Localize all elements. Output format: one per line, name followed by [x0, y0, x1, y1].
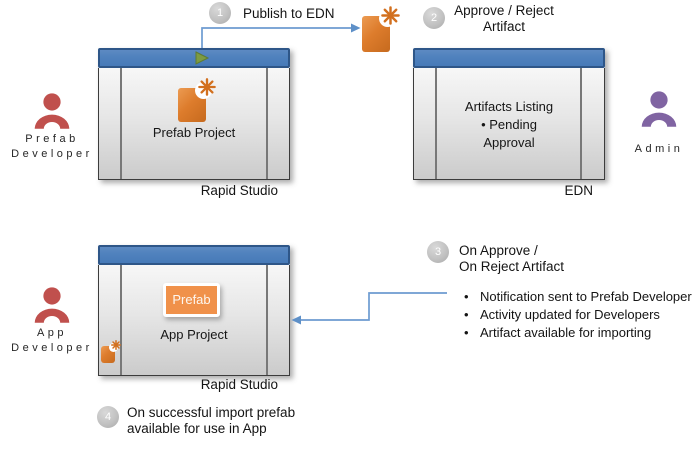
step-text-line: available for use in App [127, 421, 267, 436]
actor-label-line: Prefab [25, 133, 79, 145]
bullet-item: Activity updated for Developers [464, 306, 696, 323]
person-icon [641, 91, 677, 127]
actor-label-line: App [36, 327, 68, 339]
actor-prefab-developer: Prefab Developer [0, 93, 104, 162]
actor-label-line: Admin [634, 143, 684, 155]
step-text-line: On Approve / [459, 243, 538, 258]
actor-label: Prefab Developer [0, 132, 104, 162]
step-text-4: On successful import prefab available fo… [127, 405, 295, 437]
window-titlebar [413, 48, 605, 68]
step-badge-1: 1 [209, 2, 231, 24]
step-text-2: Approve / Reject Artifact [448, 3, 560, 35]
arrowhead-left-icon [291, 315, 301, 325]
step-badge-2: 2 [423, 7, 445, 29]
actor-label-line: Developer [11, 342, 93, 354]
actor-app-developer: App Developer [0, 287, 104, 356]
step-text-1: Publish to EDN [243, 6, 335, 21]
actor-label: Admin [607, 142, 700, 157]
window-content-list: Artifacts Listing • Pending Approval [413, 98, 605, 152]
step-text-3: On Approve / On Reject Artifact [459, 243, 564, 275]
window-rapid-studio-prefab: Prefab Project [98, 48, 290, 180]
person-icon [34, 93, 70, 129]
prefab-chip: Prefab [163, 283, 220, 317]
person-icon [34, 287, 70, 323]
outcome-bullet-list: Notification sent to Prefab Developer Ac… [458, 288, 696, 342]
window-content-label: App Project [160, 327, 228, 342]
pane-divider [120, 265, 122, 375]
actor-label: App Developer [0, 326, 104, 356]
window-body [413, 68, 605, 180]
pane-divider [266, 68, 268, 179]
content-line: Artifacts Listing [464, 99, 554, 114]
actor-label-line: Developer [11, 148, 93, 160]
step-text-line: Approve / Reject [454, 3, 554, 18]
bullet-item: Notification sent to Prefab Developer [464, 288, 696, 305]
pane-divider [580, 68, 582, 179]
step-text-line: On successful import prefab [127, 405, 296, 420]
step-text-line: On Reject Artifact [459, 259, 565, 274]
bullet-item: Artifact available for importing [464, 324, 696, 341]
pane-divider [435, 68, 437, 179]
window-caption: Rapid Studio [200, 183, 278, 198]
step-badge-3: 3 [427, 241, 449, 263]
star-burst-icon [381, 6, 400, 25]
star-burst-icon [111, 340, 121, 350]
artifact-document-icon-small [101, 340, 121, 363]
actor-admin: Admin [607, 91, 700, 157]
artifact-document-icon [178, 78, 216, 122]
window-body [98, 68, 290, 180]
window-rapid-studio-app: Prefab App Project [98, 245, 290, 376]
artifact-document-icon [362, 6, 400, 52]
connector-notify-line [301, 292, 447, 321]
arrowhead-right-icon [351, 23, 361, 33]
window-titlebar [98, 245, 290, 265]
content-line: • Pending [481, 117, 537, 132]
step-badge-4: 4 [97, 406, 119, 428]
window-titlebar [98, 48, 290, 68]
step-text-line: Artifact [482, 19, 525, 34]
window-caption: EDN [564, 183, 593, 198]
window-edn: Artifacts Listing • Pending Approval [413, 48, 605, 180]
star-burst-icon [198, 78, 216, 96]
play-icon [195, 51, 210, 65]
content-line: Approval [483, 135, 535, 150]
pane-divider [266, 265, 268, 375]
connector-publish-line [201, 27, 351, 48]
window-body [98, 265, 290, 376]
pane-divider [120, 68, 122, 179]
window-caption: Rapid Studio [200, 377, 278, 392]
window-content-label: Prefab Project [152, 125, 236, 140]
